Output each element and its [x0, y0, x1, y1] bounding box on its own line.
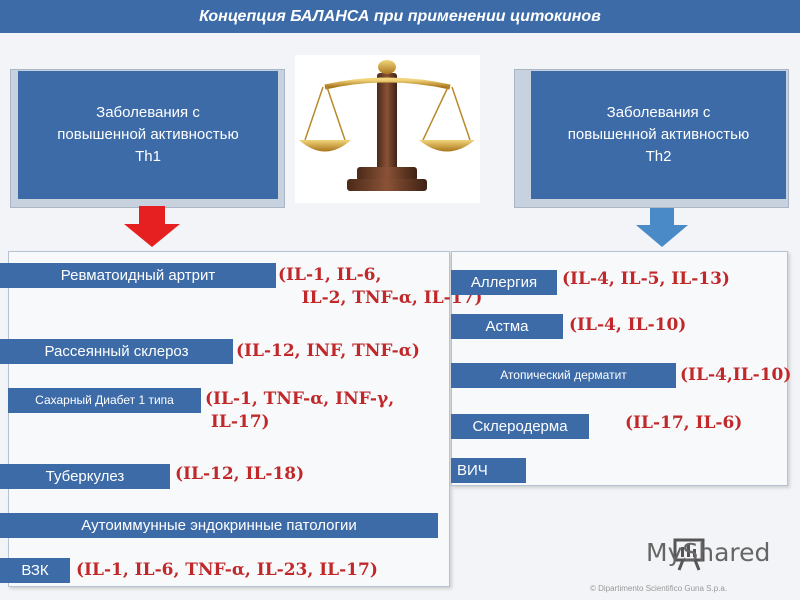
th2-disease-tag: Аллергия [451, 270, 557, 295]
th1-title-box: Заболевания с повышенной активностью Th1 [18, 71, 278, 199]
th2-cytokines: (IL-17, IL-6) [625, 413, 743, 433]
th2-disease-tag: Склеродерма [451, 414, 589, 439]
th1-disease-tag: Сахарный Диабет 1 типа [8, 388, 201, 413]
slide-title: Концепция БАЛАНСА при применении цитокин… [0, 0, 800, 33]
balance-scale-icon [299, 60, 475, 191]
th1-cytokines: (IL-12, INF, TNF-α) [236, 341, 420, 361]
th2-title-box: Заболевания с повышенной активностью Th2 [531, 71, 786, 199]
th1-disease-tag: Аутоиммунные эндокринные патологии [0, 513, 438, 538]
th1-cytokines: (IL-1, IL-6, TNF-α, IL-23, IL-17) [76, 560, 378, 580]
th2-cytokines: (IL-4, IL-5, IL-13) [562, 269, 730, 289]
th1-disease-tag: Ревматоидный артрит [0, 263, 276, 288]
th1-title-line-1: Заболевания с [96, 104, 200, 121]
th2-disease-tag: Атопический дерматит [451, 363, 676, 388]
th1-disease-tag: Рассеянный склероз [0, 339, 233, 364]
th2-title-line-1: Заболевания с [606, 104, 711, 121]
myshared-brand: MyShared [646, 538, 771, 567]
myshared-logo-icon [673, 538, 705, 571]
th1-cytokines: (IL-12, IL-18) [175, 464, 305, 484]
th2-cytokines: (IL-4,IL-10) [680, 365, 792, 385]
th1-down-arrow [124, 206, 180, 247]
th1-cytokines: (IL-1, TNF-α, INF-γ, IL-17) [205, 389, 395, 432]
th2-down-arrow [636, 208, 688, 247]
th1-disease-tag: Туберкулез [0, 464, 170, 489]
th1-title-line-3: Th1 [135, 148, 161, 165]
th2-disease-tag: Астма [451, 314, 563, 339]
th1-disease-tag: ВЗК [0, 558, 70, 583]
balance-scale-image [295, 55, 480, 203]
th2-title-line-3: Th2 [645, 148, 672, 165]
copyright-text: © Dipartimento Scientifico Guna S.p.a. [590, 584, 728, 593]
th1-title-line-2: повышенной активностью [57, 126, 239, 143]
th2-title-line-2: повышенной активностью [567, 126, 750, 143]
th2-disease-tag: ВИЧ [451, 458, 526, 483]
th2-cytokines: (IL-4, IL-10) [569, 315, 687, 335]
